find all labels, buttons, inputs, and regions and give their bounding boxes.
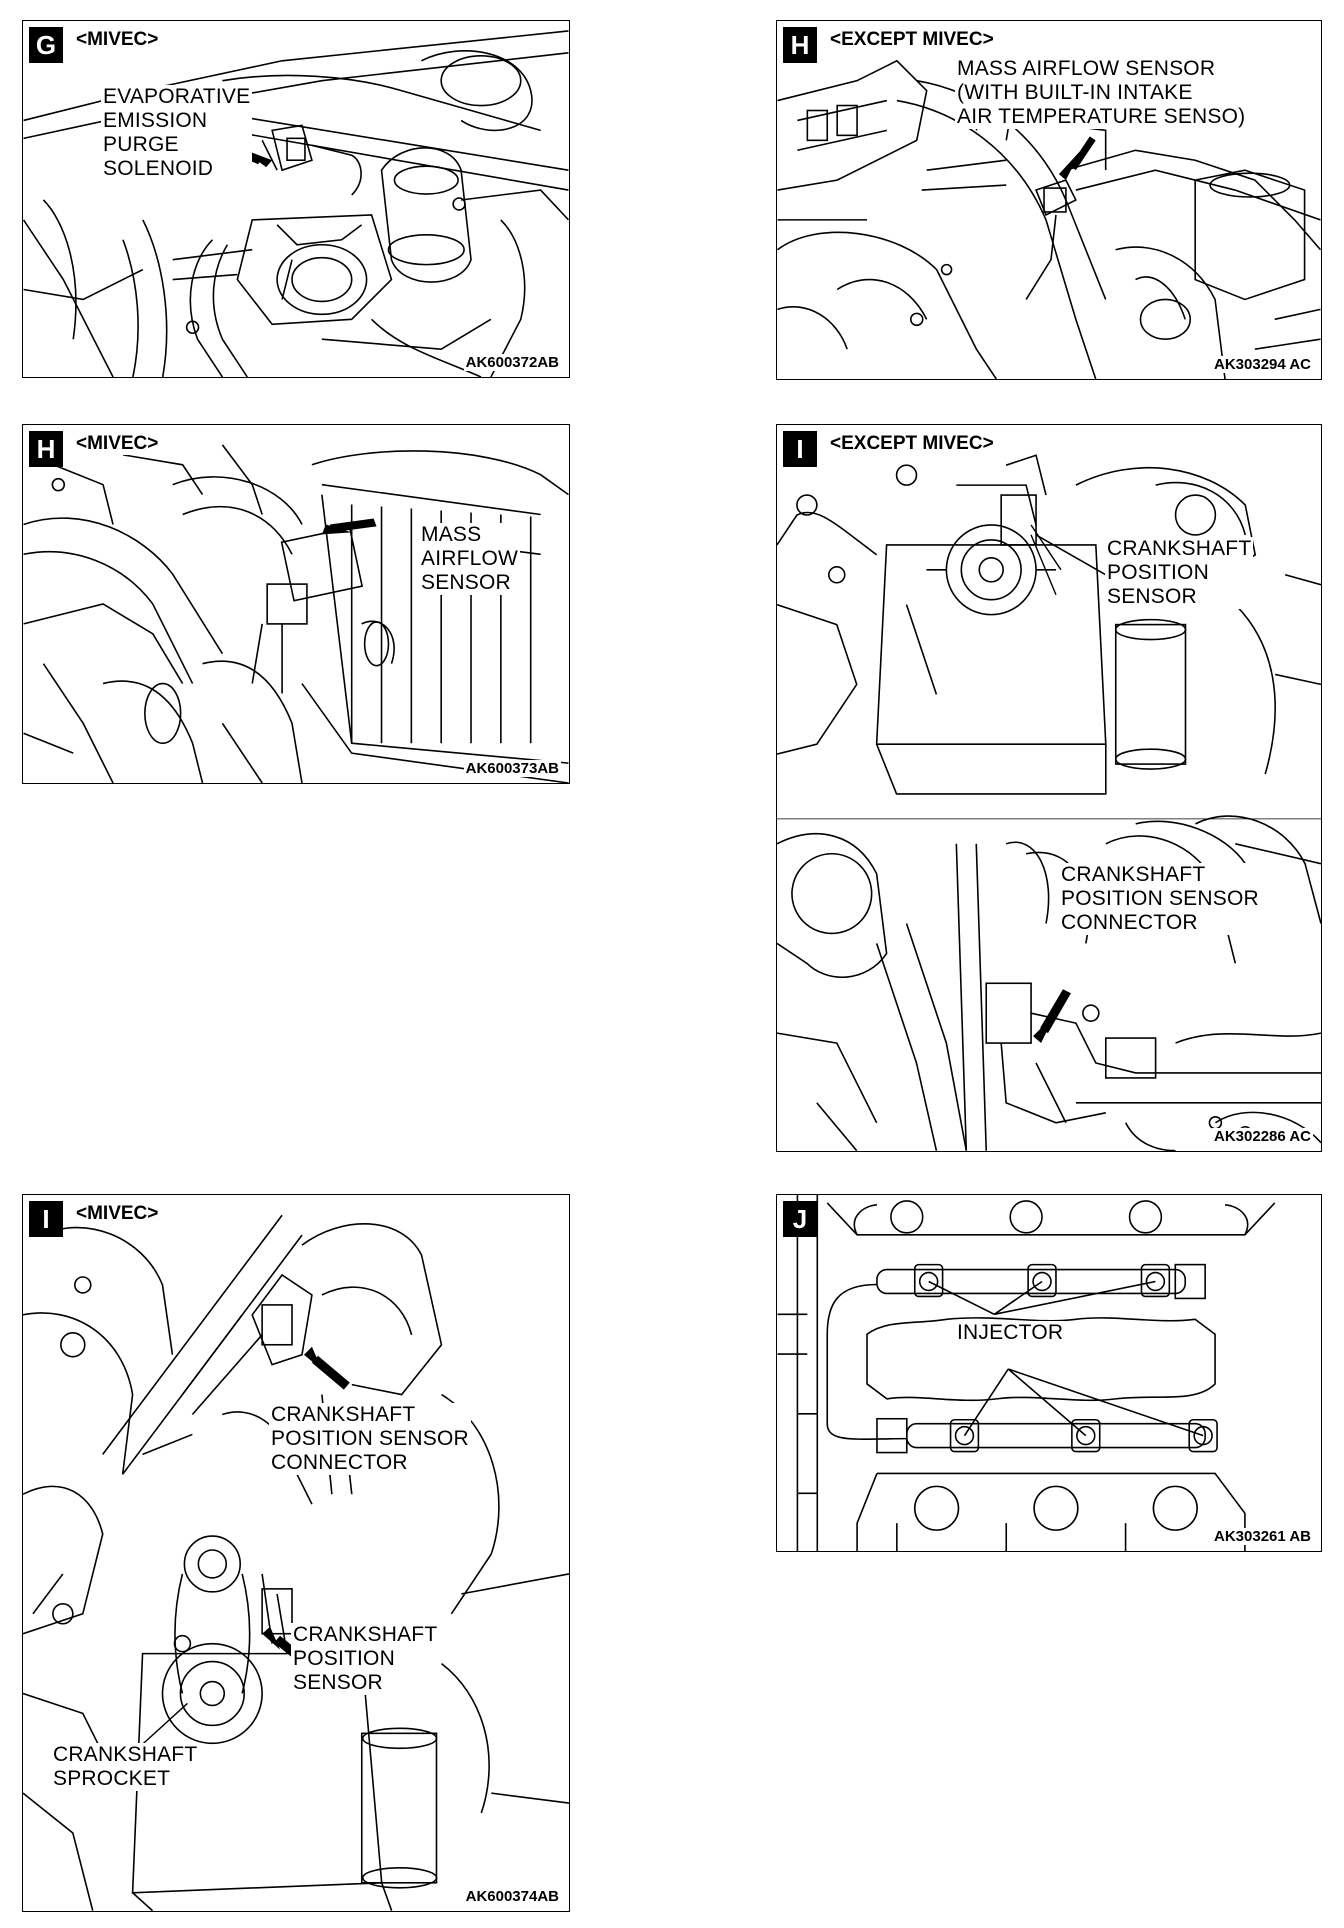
crankshaft-position-sensor-mivec-illustration <box>23 1214 569 1911</box>
panel-i-except-mivec: I <EXCEPT MIVEC> CRANKSHAFT POSITION SEN… <box>776 424 1322 1152</box>
figure-code: AK600374AB <box>463 1888 561 1905</box>
callout-crankshaft-position-sensor: CRANKSHAFT POSITION SENSOR <box>291 1623 440 1695</box>
panel-letter-badge: H <box>783 27 817 63</box>
variant-label: <EXCEPT MIVEC> <box>827 29 997 51</box>
callout-injector: INJECTOR <box>955 1321 1066 1345</box>
figure-code: AK600372AB <box>463 354 561 371</box>
panel-i-mivec: I <MIVEC> CRANKSHAFT POSITION SENSOR CON… <box>22 1194 570 1912</box>
panel-h-except-mivec: H <EXCEPT MIVEC> MASS AIRFLOW SENSOR (WI… <box>776 20 1322 380</box>
variant-label: <MIVEC> <box>73 29 162 51</box>
callout-crankshaft-sprocket: CRANKSHAFT SPROCKET <box>51 1743 200 1791</box>
injector-layout-illustration <box>777 1195 1276 1551</box>
panel-letter-badge: H <box>29 431 63 467</box>
panel-h-mivec: H <MIVEC> MASS AIRFLOW SENSOR AK600373AB <box>22 424 570 784</box>
figure-code: AK303294 AC <box>1212 356 1313 373</box>
variant-label: <EXCEPT MIVEC> <box>827 433 997 455</box>
crankshaft-position-sensor-illustration <box>777 454 1321 1151</box>
panel-letter-badge: G <box>29 27 63 63</box>
panel-letter-badge: J <box>783 1201 817 1237</box>
variant-label: <MIVEC> <box>73 433 162 455</box>
callout-crankshaft-position-sensor: CRANKSHAFT POSITION SENSOR <box>1105 537 1254 609</box>
mass-airflow-sensor-mivec-illustration <box>23 444 569 783</box>
figure-code: AK303261 AB <box>1212 1528 1313 1545</box>
panel-j: J INJECTOR AK303261 AB <box>776 1194 1322 1552</box>
evap-purge-solenoid-illustration <box>23 30 569 377</box>
panel-letter-badge: I <box>783 431 817 467</box>
callout-crankshaft-position-sensor-connector: CRANKSHAFT POSITION SENSOR CONNECTOR <box>269 1403 471 1475</box>
callout-crankshaft-position-sensor-connector: CRANKSHAFT POSITION SENSOR CONNECTOR <box>1059 863 1261 935</box>
figure-code: AK600373AB <box>463 760 561 777</box>
callout-evap-purge-solenoid: EVAPORATIVE EMISSION PURGE SOLENOID <box>101 85 253 181</box>
panel-letter-badge: I <box>29 1201 63 1237</box>
variant-label: <MIVEC> <box>73 1203 162 1225</box>
figure-code: AK302286 AC <box>1212 1128 1313 1145</box>
callout-mass-airflow-sensor: MASS AIRFLOW SENSOR <box>419 523 521 595</box>
callout-mass-airflow-sensor: MASS AIRFLOW SENSOR (WITH BUILT-IN INTAK… <box>955 57 1248 129</box>
panel-g-mivec: G <MIVEC> EVAPORATIVE EMISSION PURGE SOL… <box>22 20 570 378</box>
